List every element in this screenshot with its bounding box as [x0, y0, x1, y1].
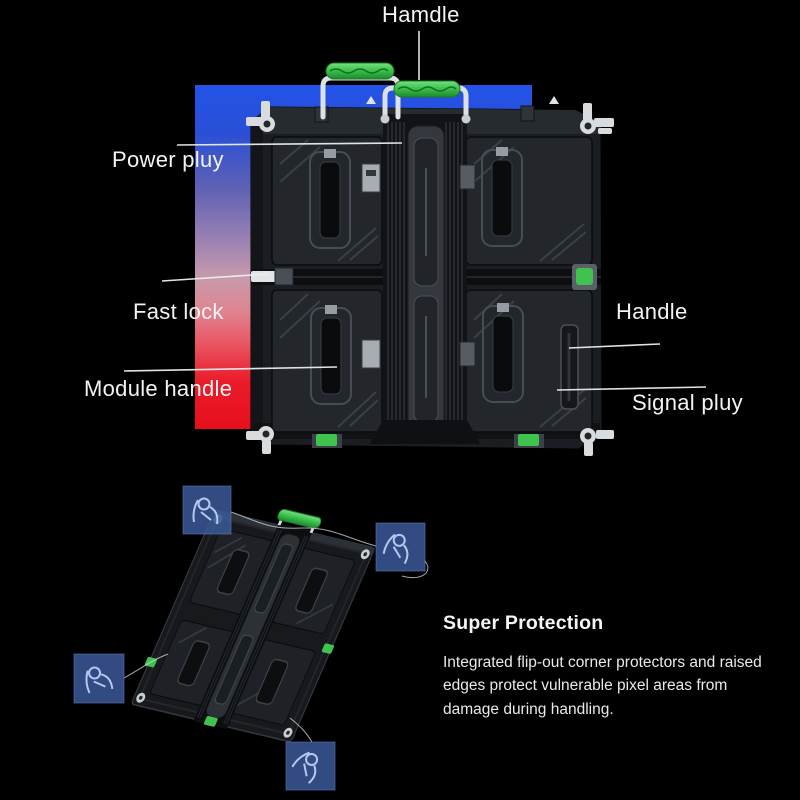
- tilted-carry-handle: [277, 508, 322, 534]
- corner-protector-marker: [285, 741, 336, 791]
- pointer-power-plug: [176, 142, 403, 146]
- module-handle-bottom-right: [482, 303, 524, 403]
- pointer-side-handle: [568, 343, 661, 349]
- panel-tilted-view: [131, 508, 376, 743]
- corner-protector-marker: [375, 522, 426, 572]
- side-lock: [572, 264, 597, 290]
- power-connector-lower: [361, 339, 381, 369]
- callout-label-module-handle: Module handle: [84, 376, 233, 401]
- super-protection-block: Super Protection Integrated flip-out cor…: [443, 612, 769, 721]
- power-connector: [361, 163, 381, 193]
- module-handle-top-left: [309, 149, 351, 249]
- pointer-module-handle: [123, 366, 338, 372]
- signal-connector: [459, 341, 476, 367]
- power-supply-spine: [370, 114, 480, 444]
- carry-handle-right: [380, 80, 471, 124]
- side-handle-bar: [560, 324, 579, 410]
- corner-bracket-top-right: [580, 103, 614, 134]
- panel-rear-view: [246, 62, 614, 456]
- corner-bracket-bottom-left: [246, 426, 274, 454]
- module-plate-top-right: [465, 136, 593, 266]
- module-handle-bottom-left: [310, 305, 352, 405]
- callout-label-power-plug: Power pluy: [112, 147, 224, 172]
- callout-label-side-handle: Handle: [616, 299, 688, 324]
- bottom-clip-left: [312, 434, 342, 448]
- top-socket-right: [520, 105, 535, 122]
- bottom-clip-right: [514, 434, 544, 448]
- corner-protector-icon: [291, 751, 319, 784]
- fast-lock-latch: [251, 267, 294, 286]
- callout-label-signal-plug: Signal pluy: [632, 390, 743, 415]
- corner-protector-marker: [182, 485, 232, 535]
- alignment-arrow-left: [366, 96, 376, 104]
- tilted-clip-bottom: [203, 716, 218, 727]
- corner-bracket-bottom-right: [580, 428, 614, 456]
- callout-pointer-lines: [123, 31, 707, 391]
- corner-protector-marker: [73, 653, 125, 704]
- corner-protector-icon: [192, 497, 219, 525]
- pointer-fast-lock: [161, 273, 268, 282]
- corner-protector-icon: [382, 533, 409, 565]
- corner-protector-icon: [85, 666, 114, 694]
- super-protection-description: Integrated flip-out corner protectors an…: [443, 654, 762, 718]
- alignment-arrow-right: [549, 96, 559, 104]
- tilted-clip-right: [321, 643, 334, 654]
- pointer-signal-plug: [556, 386, 707, 391]
- module-handle-top-right: [481, 147, 523, 247]
- corner-marker-wires: [123, 511, 429, 743]
- corner-protector-markers: [73, 485, 426, 791]
- super-protection-heading: Super Protection: [443, 612, 604, 634]
- callout-label-fast-lock: Fast lock: [133, 299, 224, 324]
- signal-connector-upper: [459, 164, 476, 190]
- callout-label-handle-top: Hamdle: [382, 2, 460, 27]
- corner-bracket-top-left: [246, 101, 275, 132]
